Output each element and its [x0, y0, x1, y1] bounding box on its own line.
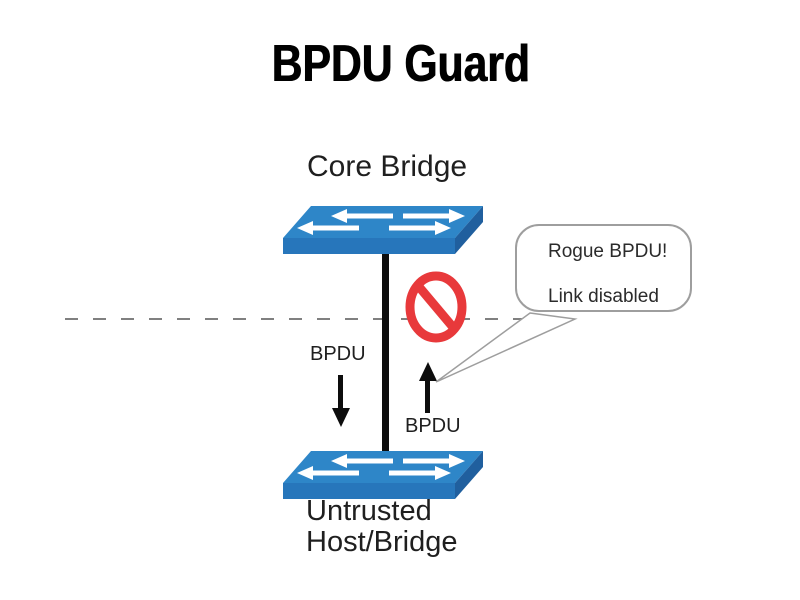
- trust-boundary-dashed-line: [65, 318, 572, 320]
- switch-arrow-left-icon: [331, 454, 393, 468]
- switch-front-face: [283, 238, 455, 254]
- up-arrow-head-icon: [419, 362, 437, 381]
- untrusted-label: Untrusted Host/Bridge: [306, 496, 458, 558]
- page-title: BPDU Guard: [0, 34, 800, 94]
- callout-tail-shape: [435, 312, 578, 383]
- core-bridge-label: Core Bridge: [307, 150, 468, 183]
- switch-arrow-left-icon: [297, 221, 359, 235]
- down-arrow-icon: [338, 375, 343, 409]
- callout-tail: [435, 312, 578, 383]
- prohibition-slash: [414, 282, 458, 332]
- page-title-text: BPDU Guard: [270, 35, 530, 93]
- switch-side-face: [455, 206, 483, 254]
- switch-arrow-right-icon: [403, 209, 465, 223]
- up-arrow-icon: [425, 379, 430, 413]
- core-bridge-switch-icon: [283, 206, 483, 254]
- untrusted-label-line2: Host/Bridge: [306, 526, 458, 558]
- switch-front-face: [283, 483, 455, 499]
- down-arrow-head-icon: [332, 408, 350, 427]
- switch-arrow-left-icon: [331, 209, 393, 223]
- prohibition-icon: [405, 271, 467, 343]
- switch-arrow-right-icon: [403, 454, 465, 468]
- untrusted-switch-icon: [283, 451, 483, 499]
- switch-side-face: [455, 451, 483, 499]
- untrusted-label-line1: Untrusted: [306, 495, 432, 527]
- link-line: [382, 250, 389, 460]
- callout-line2: Link disabled: [548, 286, 659, 307]
- callout-line1: Rogue BPDU!: [548, 241, 668, 262]
- switch-arrow-left-icon: [297, 466, 359, 480]
- callout-bubble: Rogue BPDU! Link disabled: [515, 224, 692, 312]
- switch-arrow-right-icon: [389, 466, 451, 480]
- switch-arrow-right-icon: [389, 221, 451, 235]
- bpdu-up-label: BPDU: [405, 415, 461, 437]
- bpdu-down-label: BPDU: [310, 343, 366, 365]
